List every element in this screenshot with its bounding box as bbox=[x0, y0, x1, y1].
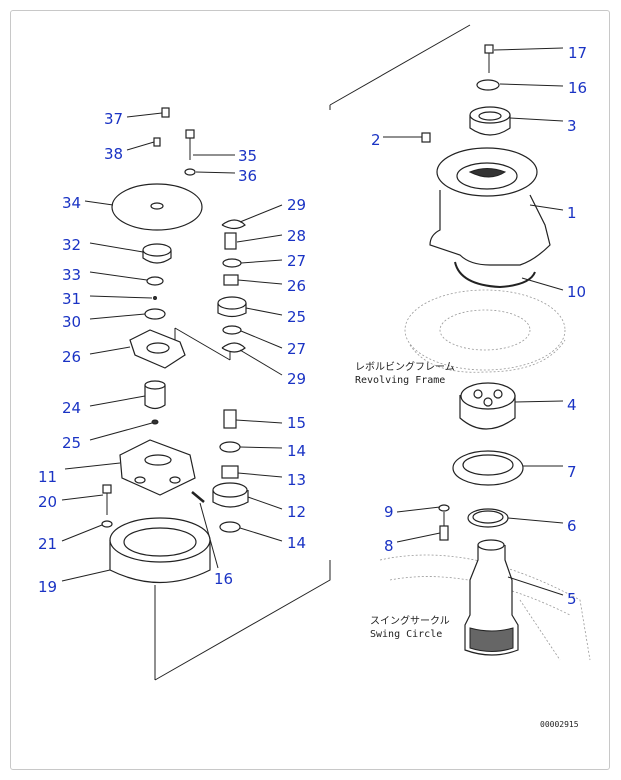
label-32: 32 bbox=[62, 236, 81, 254]
part-14-washer-lower bbox=[219, 521, 241, 533]
part-14-washer-upper bbox=[219, 441, 241, 453]
captions: レボルビングフレーム Revolving Frame スイングサークル Swin… bbox=[355, 360, 579, 729]
label-15: 15 bbox=[287, 414, 306, 432]
part-6-seal bbox=[467, 508, 509, 528]
part-21-washer bbox=[101, 520, 113, 528]
part-1-swing-case bbox=[429, 147, 551, 266]
label-20: 20 bbox=[38, 493, 57, 511]
label-38: 38 bbox=[104, 145, 123, 163]
part-27-washer-upper bbox=[222, 258, 242, 268]
label-31: 31 bbox=[62, 290, 81, 308]
label-26: 26 bbox=[287, 277, 306, 295]
part-26-needle-bearing bbox=[223, 274, 239, 286]
part-27-washer-lower bbox=[222, 325, 242, 335]
label-29-upper: 29 bbox=[287, 196, 306, 214]
revolving-frame-outline bbox=[404, 289, 566, 373]
part-2-plug bbox=[421, 132, 431, 143]
part-23-thrust-washer bbox=[151, 419, 159, 425]
label-29-lower: 29 bbox=[287, 370, 306, 388]
part-35-bolt bbox=[185, 129, 195, 160]
part-11-carrier-no2 bbox=[119, 439, 196, 496]
label-34: 34 bbox=[62, 194, 81, 212]
label-24: 26 bbox=[62, 348, 81, 366]
part-25-planet-gear bbox=[217, 296, 247, 318]
swing-circle-caption-jp: スイングサークル bbox=[370, 614, 450, 627]
label-6: 6 bbox=[567, 517, 577, 535]
label-7: 7 bbox=[567, 463, 577, 481]
label-13: 13 bbox=[287, 471, 306, 489]
part-16-pin bbox=[191, 491, 205, 503]
label-35: 35 bbox=[238, 147, 257, 165]
part-29-circlip-lower bbox=[221, 342, 246, 353]
part-17-washer-top bbox=[476, 79, 500, 91]
part-30-thrust-plate bbox=[144, 308, 166, 320]
label-36: 36 bbox=[238, 167, 257, 185]
part-7-ring-plate bbox=[452, 450, 524, 486]
part-3-bearing-top bbox=[469, 106, 511, 136]
label-5: 5 bbox=[567, 590, 577, 608]
part-8-bolt bbox=[439, 512, 449, 541]
part-31-ball bbox=[153, 296, 157, 300]
part-4-carrier bbox=[459, 382, 516, 430]
label-10: 10 bbox=[567, 283, 586, 301]
part-labels: 17 16 3 2 1 10 4 7 6 5 9 8 37 38 35 36 3… bbox=[38, 44, 587, 608]
label-22: 24 bbox=[62, 399, 81, 417]
label-19: 19 bbox=[38, 578, 57, 596]
part-5-pinion-shaft bbox=[464, 539, 519, 656]
label-9: 9 bbox=[384, 503, 394, 521]
assembly-guide-lines bbox=[154, 24, 471, 681]
part-37-plug bbox=[161, 107, 170, 118]
swing-circle-caption-en: Swing Circle bbox=[370, 629, 442, 640]
part-38-nipple bbox=[153, 137, 161, 147]
part-12-planet-gear bbox=[212, 482, 249, 508]
label-37: 37 bbox=[104, 110, 123, 128]
label-4: 4 bbox=[567, 396, 577, 414]
part-10-o-ring bbox=[454, 261, 536, 289]
label-23: 25 bbox=[62, 434, 81, 452]
part-32-bearing bbox=[142, 243, 172, 264]
label-27-upper: 27 bbox=[287, 252, 306, 270]
leader-lines bbox=[61, 47, 564, 596]
label-14-lower: 14 bbox=[287, 534, 306, 552]
part-9-washer bbox=[438, 504, 450, 512]
label-11: 11 bbox=[38, 468, 57, 486]
label-17: 16 bbox=[568, 79, 587, 97]
label-3: 3 bbox=[567, 117, 577, 135]
part-20-bolt bbox=[102, 484, 112, 515]
part-36-washer bbox=[184, 168, 196, 176]
label-8: 8 bbox=[384, 537, 394, 555]
drawing-code: 00002915 bbox=[540, 720, 579, 729]
label-25: 25 bbox=[287, 308, 306, 326]
label-2: 2 bbox=[371, 131, 381, 149]
label-16: 16 bbox=[214, 570, 233, 588]
part-13-needle-bearing bbox=[221, 465, 239, 479]
label-33: 33 bbox=[62, 266, 81, 284]
part-24-carrier bbox=[129, 329, 186, 369]
label-28: 28 bbox=[287, 227, 306, 245]
part-28-shaft bbox=[224, 232, 237, 250]
label-21: 21 bbox=[38, 535, 57, 553]
label-18: 17 bbox=[568, 44, 587, 62]
part-18-bolt-top bbox=[484, 44, 494, 73]
part-33-spacer bbox=[146, 276, 164, 286]
revolving-frame-caption-jp: レボルビングフレーム bbox=[355, 360, 455, 373]
label-1: 1 bbox=[567, 204, 577, 222]
part-22-sun-gear bbox=[144, 380, 166, 410]
label-12: 12 bbox=[287, 503, 306, 521]
label-30: 30 bbox=[62, 313, 81, 331]
revolving-frame-caption-en: Revolving Frame bbox=[355, 375, 445, 386]
label-14-upper: 14 bbox=[287, 442, 306, 460]
label-27-lower: 27 bbox=[287, 340, 306, 358]
part-15-shaft bbox=[223, 409, 237, 429]
part-29-circlip-upper bbox=[221, 219, 246, 230]
part-34-cover bbox=[111, 183, 203, 231]
part-19-ring-gear bbox=[109, 517, 211, 583]
